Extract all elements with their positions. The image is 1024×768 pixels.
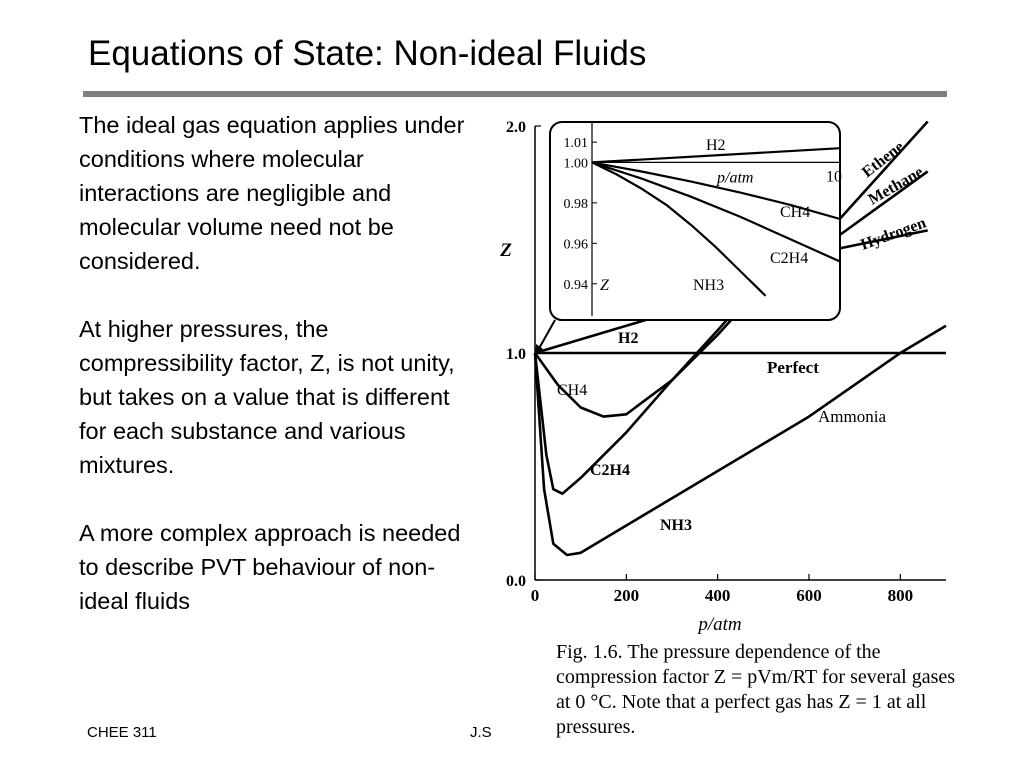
inset-x-tick-label-10: 10 [826, 168, 842, 185]
series-label-h2: H2 [618, 330, 638, 347]
inset-y-tick-label-1-00: 1.00 [564, 156, 589, 171]
series-label-ammonia: Ammonia [818, 407, 886, 426]
series-label-hydrogen: Hydrogen [859, 214, 929, 253]
x-tick-label-200: 200 [614, 586, 640, 605]
series-label-c2h4: C2H4 [590, 462, 630, 479]
inset-series-label-ch4: CH4 [780, 204, 810, 221]
inset-series-group [591, 147, 840, 297]
series-line-methane [826, 170, 929, 246]
series-label-ch4: CH4 [557, 382, 587, 399]
body-paragraph-complex-approach: A more complex approach is needed to des… [79, 520, 461, 614]
series-line-hydrogen [827, 229, 928, 253]
series-line-ethene [826, 120, 929, 234]
inset-series-label-c2h4: C2H4 [770, 250, 808, 267]
y-tick-label-1-0: 1.0 [506, 346, 526, 363]
inset-series-line-nh3 [591, 161, 767, 297]
inset-series-line-h2 [591, 147, 840, 164]
title-divider [83, 91, 947, 97]
slide-body: The ideal gas equation applies under con… [79, 108, 471, 652]
x-axis-label: p/atm [696, 614, 741, 635]
inset-pointer-line [536, 319, 556, 353]
x-tick-label-0: 0 [531, 586, 540, 605]
series-line-nh3 [533, 324, 947, 557]
y-tick-label-2-0: 2.0 [506, 119, 526, 136]
inset-series-line-c2h4 [591, 161, 840, 263]
inset-y-axis-label: Z [600, 277, 610, 294]
x-tick-label-600: 600 [796, 586, 822, 605]
inset-x-axis-label: p/atm [716, 169, 753, 186]
figure-caption: Fig. 1.6. The pressure dependence of the… [556, 641, 956, 738]
y-axis-label: Z [499, 240, 512, 261]
x-tick-label-800: 800 [888, 586, 914, 605]
inset-y-tick-label-0-98: 0.98 [564, 197, 589, 212]
inset-y-tick-label-0-96: 0.96 [564, 237, 589, 252]
inset-y-tick-label-0-94: 0.94 [564, 278, 589, 293]
inset-pointer-arrowhead [535, 344, 543, 356]
body-paragraph-ideal-gas: The ideal gas equation applies under con… [79, 112, 465, 274]
y-tick-label-0-0: 0.0 [506, 573, 526, 590]
series-label-perfect: Perfect [767, 358, 819, 377]
slide-title: Equations of State: Non-ideal Fluids [88, 34, 647, 73]
footer-author: J.S [470, 724, 492, 741]
footer-course-code: CHEE 311 [87, 724, 157, 741]
inset-series-label-nh3: NH3 [693, 277, 724, 294]
inset-series-label-h2: H2 [706, 137, 726, 154]
inset-series-line-ch4 [591, 161, 840, 221]
series-label-nh3: NH3 [660, 517, 692, 534]
x-tick-label-400: 400 [705, 586, 731, 605]
inset-y-tick-label-1-01: 1.01 [564, 136, 589, 151]
body-paragraph-compressibility: At higher pressures, the compressibility… [79, 316, 455, 478]
